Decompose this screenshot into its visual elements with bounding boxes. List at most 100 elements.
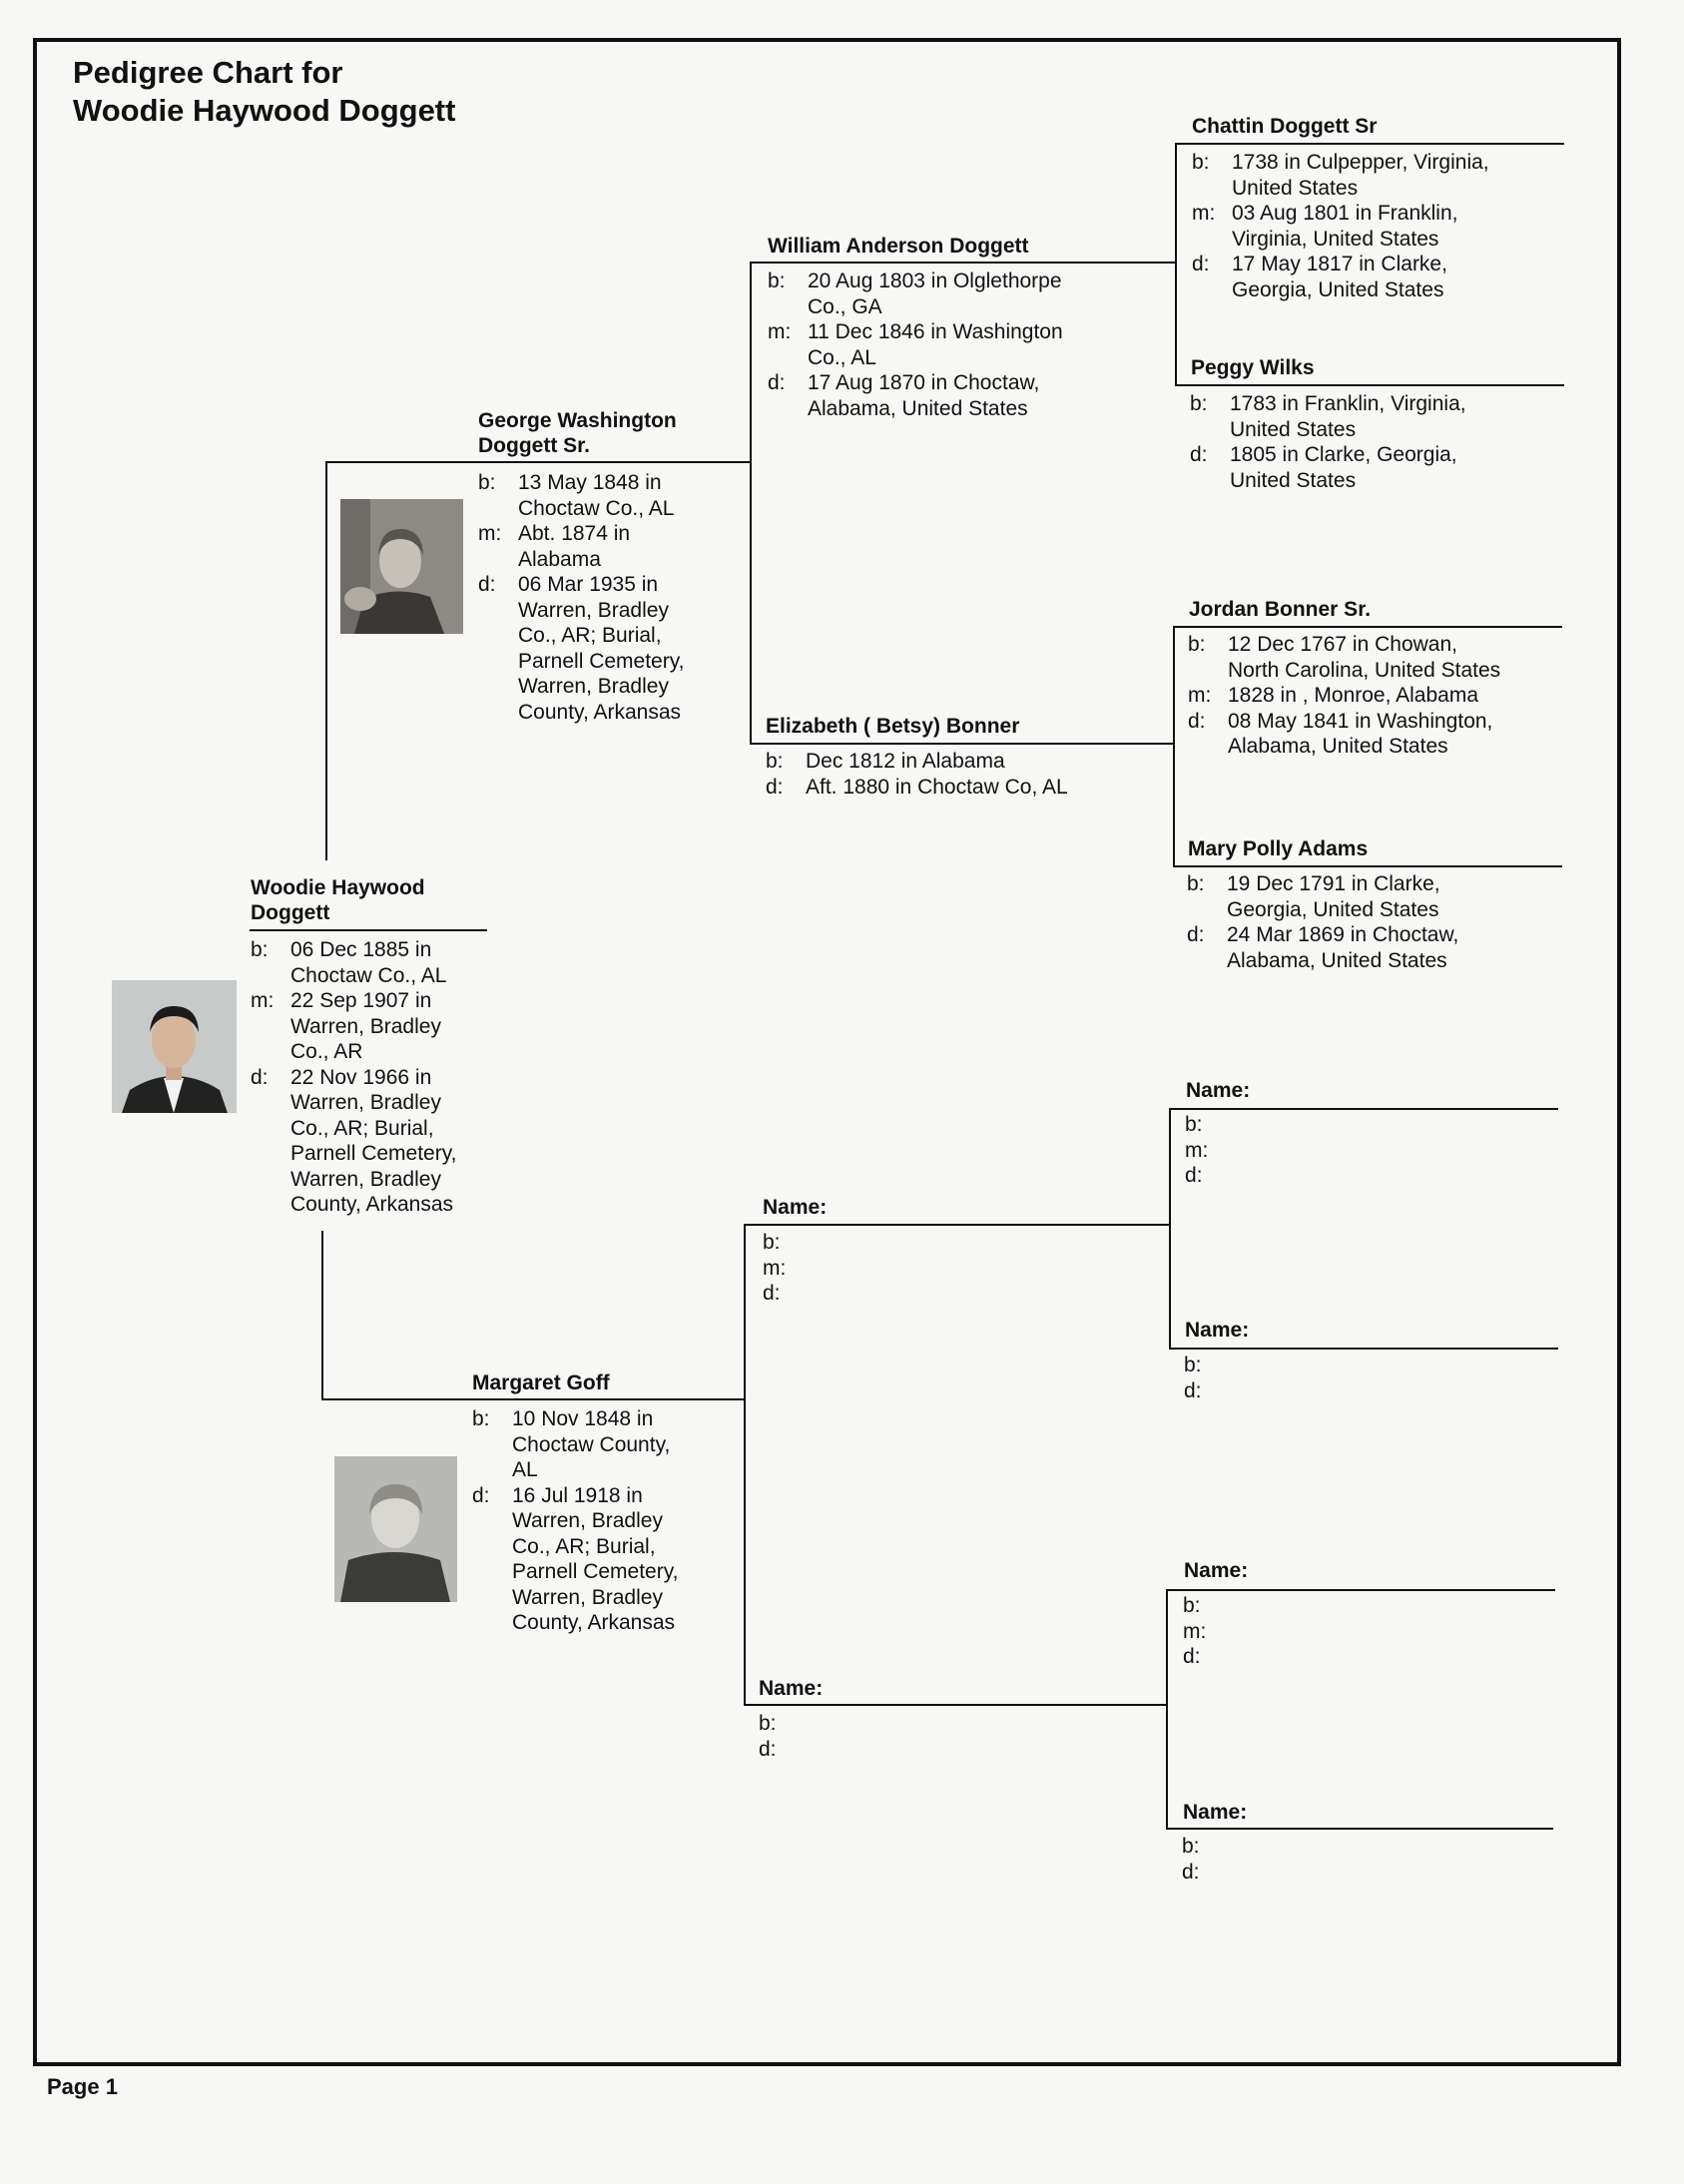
death-value: Aft. 1880 in Choctaw Co, AL	[806, 775, 1068, 799]
death-value: 16 Jul 1918 in Warren, Bradley Co., AR; …	[512, 1483, 679, 1635]
gen4-p8-name: Name:	[1183, 1800, 1247, 1825]
connector-gen3-1	[1175, 143, 1177, 384]
death-row: d:22 Nov 1966 in Warren, Bradley Co., AR…	[251, 1065, 457, 1218]
death-label: d:	[251, 1065, 269, 1089]
birth-label: b:	[1192, 151, 1210, 174]
birth-value: 1783 in Franklin, Virginia, United State…	[1230, 392, 1466, 441]
death-value: 08 May 1841 in Washington, Alabama, Unit…	[1228, 709, 1493, 759]
gen4-p5-name: Name:	[1186, 1078, 1250, 1103]
gen4-p7-events: b: m: d:	[1183, 1593, 1223, 1670]
gen4-p2-name-text: Peggy Wilks	[1191, 356, 1315, 379]
birth-value: 06 Dec 1885 in Choctaw Co., AL	[290, 938, 447, 987]
birth-label: b:	[768, 270, 786, 292]
death-label: d:	[1182, 1860, 1200, 1884]
gen4-p2-name: Peggy Wilks	[1191, 355, 1315, 380]
death-label: d:	[763, 1282, 781, 1305]
death-label: d:	[472, 1483, 490, 1507]
marriage-row: m:	[763, 1256, 803, 1282]
gen3-p-grandmother-events: b:Dec 1812 in Alabama d:Aft. 1880 in Cho…	[766, 749, 1068, 800]
gen3-p-grandmother-underline	[750, 743, 1173, 745]
death-label: d:	[766, 775, 784, 799]
gen2-father-events: b:13 May 1848 in Choctaw Co., AL m:Abt. …	[478, 470, 685, 725]
birth-value: 12 Dec 1767 in Chowan, North Carolina, U…	[1228, 633, 1501, 682]
connector-gen2-mother	[744, 1224, 746, 1705]
birth-label: b:	[1184, 1354, 1202, 1376]
gen3-p-grandfather-name-text: William Anderson Doggett	[768, 235, 1029, 258]
birth-label: b:	[766, 750, 784, 773]
gen3-m-grandmother-name-text: Name:	[759, 1677, 824, 1700]
marriage-label: m:	[478, 522, 502, 545]
death-label: d:	[1192, 253, 1210, 275]
gen4-p4-events: b: 19 Dec 1791 in Clarke, Georgia, United…	[1187, 871, 1458, 973]
chart-title-line1: Pedigree Chart for	[73, 55, 343, 90]
death-label: d:	[759, 1737, 777, 1761]
gen4-p5-underline	[1169, 1108, 1558, 1110]
gen4-p6-events: b: d:	[1184, 1353, 1224, 1403]
marriage-row: m:1828 in , Monroe, Alabama	[1188, 683, 1500, 709]
birth-label: b:	[763, 1231, 781, 1254]
birth-row: b:	[1184, 1353, 1224, 1378]
death-row: d:	[759, 1737, 799, 1763]
birth-row: b:	[763, 1230, 803, 1256]
birth-value: 13 May 1848 in Choctaw Co., AL	[518, 471, 675, 520]
gen4-p4-name: Mary Polly Adams	[1188, 836, 1368, 861]
birth-value: 19 Dec 1791 in Clarke, Georgia, United S…	[1227, 872, 1440, 921]
gen4-p3-name-text: Jordan Bonner Sr.	[1189, 598, 1372, 621]
marriage-value: 1828 in , Monroe, Alabama	[1228, 684, 1478, 707]
connector-gen3-4	[1166, 1589, 1168, 1829]
gen4-p3-name: Jordan Bonner Sr.	[1189, 597, 1371, 622]
gen4-p2-underline	[1175, 384, 1564, 386]
marriage-row: m:	[1185, 1138, 1225, 1164]
gen4-p5-name-text: Name:	[1186, 1079, 1251, 1102]
marriage-label: m:	[1192, 202, 1216, 225]
gen3-m-grandfather-events: b: m: d:	[763, 1230, 803, 1307]
marriage-label: m:	[1183, 1619, 1207, 1643]
death-label: d:	[1184, 1378, 1202, 1402]
birth-value: 10 Nov 1848 in Choctaw County, AL	[512, 1407, 671, 1481]
death-row: d: 08 May 1841 in Washington, Alabama, Un…	[1188, 709, 1500, 760]
gen4-p2-events: b:1783 in Franklin, Virginia, United Sta…	[1190, 391, 1466, 493]
connector-gen2-father	[750, 262, 752, 743]
gen2-father-name-line2: Doggett Sr.	[478, 434, 591, 457]
gen3-m-grandmother-name: Name:	[759, 1676, 823, 1701]
birth-label: b:	[1188, 633, 1206, 656]
death-label: d:	[1190, 443, 1208, 466]
page-number: Page 1	[47, 2074, 118, 2099]
death-label: d:	[478, 573, 496, 596]
death-row: d: 16 Jul 1918 in Warren, Bradley Co., AR…	[472, 1483, 679, 1636]
gen2-mother-name-text: Margaret Goff	[472, 1371, 610, 1394]
birth-row: b:1783 in Franklin, Virginia, United Sta…	[1190, 391, 1466, 442]
birth-row: b: 19 Dec 1791 in Clarke, Georgia, United…	[1187, 871, 1458, 922]
gen3-p-grandmother-name-text: Elizabeth ( Betsy) Bonner	[766, 715, 1020, 738]
death-row: d: Aft. 1880 in Choctaw Co, AL	[766, 775, 1068, 801]
birth-label: b:	[251, 938, 269, 961]
death-row: d:06 Mar 1935 in Warren, Bradley Co., AR…	[478, 572, 685, 725]
marriage-value: 22 Sep 1907 in Warren, Bradley Co., AR	[290, 989, 441, 1063]
birth-row: b: 20 Aug 1803 in Olglethorpe Co., GA	[768, 269, 1063, 319]
connector-gen3-2	[1173, 626, 1175, 866]
death-label: d:	[1188, 709, 1206, 733]
gen4-p1-name-text: Chattin Doggett Sr	[1192, 115, 1378, 138]
birth-row: b:10 Nov 1848 in Choctaw County, AL	[472, 1406, 679, 1483]
gen3-m-grandfather-underline	[744, 1224, 1169, 1226]
gen2-mother-portrait-photo	[334, 1456, 457, 1602]
gen3-p-grandmother-name: Elizabeth ( Betsy) Bonner	[766, 714, 1019, 739]
gen4-p3-events: b: 12 Dec 1767 in Chowan, North Carolina,…	[1188, 632, 1500, 760]
gen1-name-line2: Doggett	[251, 901, 330, 924]
portrait-photo-icon	[334, 1456, 457, 1602]
birth-row: b: 13 May 1848 in Choctaw Co., AL	[478, 470, 685, 521]
birth-label: b:	[1185, 1113, 1203, 1136]
birth-row: b:	[1182, 1834, 1222, 1860]
birth-value: 20 Aug 1803 in Olglethorpe Co., GA	[808, 270, 1062, 318]
birth-label: b:	[1187, 872, 1205, 895]
portrait-photo-icon	[340, 499, 463, 634]
birth-row: b: 12 Dec 1767 in Chowan, North Carolina,…	[1188, 632, 1500, 683]
death-label: d:	[1183, 1645, 1201, 1668]
death-row: d:	[1183, 1644, 1223, 1670]
birth-label: b:	[478, 471, 496, 494]
marriage-label: m:	[763, 1256, 787, 1280]
connector-gen3-3	[1169, 1108, 1171, 1349]
gen4-p3-underline	[1173, 626, 1562, 628]
marriage-label: m:	[768, 320, 792, 343]
death-label: d:	[768, 371, 786, 394]
